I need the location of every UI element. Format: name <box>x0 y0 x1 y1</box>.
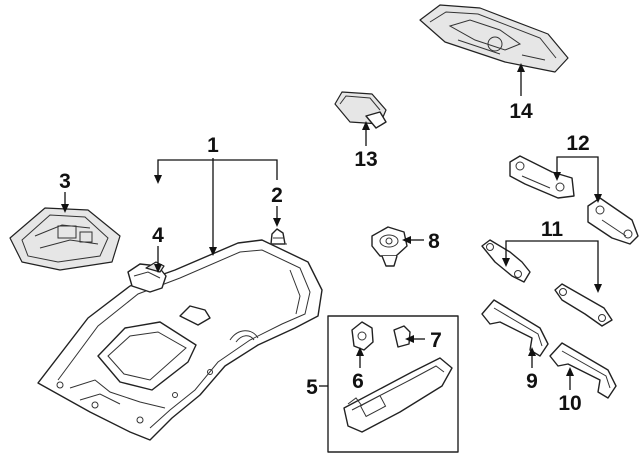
callout-10: 10 <box>558 392 581 415</box>
part-11-bracket-b <box>554 283 613 327</box>
callout-4: 4 <box>152 224 164 247</box>
callout-7: 7 <box>430 329 442 352</box>
part-5-sun-visor <box>343 357 453 433</box>
callout-8: 8 <box>428 230 440 253</box>
leader-lines <box>64 68 599 390</box>
callout-6: 6 <box>352 370 364 393</box>
part-2-fastener <box>270 228 287 245</box>
callout-1: 1 <box>207 134 219 157</box>
part-10-grab-handle <box>549 342 617 399</box>
part-9-grab-handle <box>481 299 549 357</box>
part-7-visor-clip <box>393 325 411 348</box>
callout-13: 13 <box>354 148 377 171</box>
part-3-dome-light <box>9 207 121 271</box>
callout-5: 5 <box>306 376 318 399</box>
callout-14: 14 <box>509 100 533 123</box>
callout-labels: 1 2 3 4 5 6 7 8 9 10 11 12 13 14 <box>59 100 590 415</box>
part-8-grommet <box>371 226 408 267</box>
part-12-bracket-a <box>509 155 575 199</box>
arrowheads <box>61 63 602 376</box>
part-6-visor-bracket <box>351 321 374 351</box>
part-1-headliner <box>37 239 323 441</box>
part-13-lamp <box>334 91 387 129</box>
callout-9: 9 <box>526 370 538 393</box>
callout-2: 2 <box>271 184 283 207</box>
callout-3: 3 <box>59 170 71 193</box>
part-12-bracket-b <box>587 197 639 245</box>
part-14-console <box>419 4 569 73</box>
part-5-sun-visor-box <box>327 315 459 453</box>
callout-12: 12 <box>566 132 589 155</box>
callout-11: 11 <box>541 218 564 241</box>
